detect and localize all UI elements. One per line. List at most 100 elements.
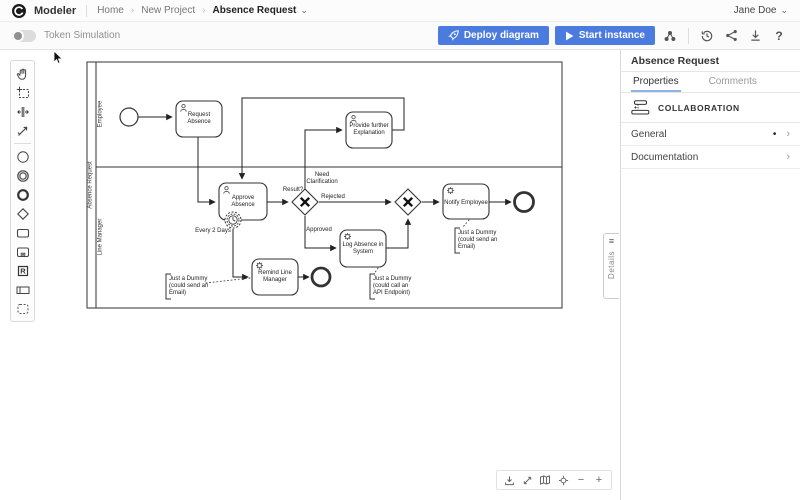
sequence-flows[interactable] bbox=[138, 97, 512, 281]
palette-separator bbox=[14, 143, 31, 144]
chevron-down-icon: ⌄ bbox=[780, 5, 788, 15]
divider bbox=[86, 4, 88, 17]
toggle-knob bbox=[12, 29, 24, 42]
pool-absence-request[interactable] bbox=[86, 61, 563, 309]
lane-label-employee: Employee bbox=[98, 100, 104, 127]
rocket-icon bbox=[448, 30, 459, 41]
end-event-remind[interactable] bbox=[310, 266, 332, 288]
create-end-event[interactable] bbox=[13, 185, 32, 204]
details-side-tab[interactable]: ≡ Details bbox=[603, 233, 619, 299]
deploy-diagram-button[interactable]: Deploy diagram bbox=[437, 26, 549, 45]
start-instance-button[interactable]: Start instance bbox=[554, 26, 655, 45]
boundary-timer-event[interactable] bbox=[224, 211, 242, 229]
divider bbox=[688, 27, 689, 44]
panel-title: Absence Request bbox=[621, 50, 800, 72]
collaboration-icon bbox=[631, 100, 650, 115]
help-icon[interactable]: ? bbox=[775, 28, 783, 43]
panel-row-general[interactable]: General • › bbox=[621, 123, 800, 146]
gateway-result[interactable] bbox=[291, 188, 319, 216]
create-rule-task[interactable]: R bbox=[13, 261, 32, 280]
create-group[interactable] bbox=[13, 299, 32, 318]
task-label: Notify Employee bbox=[444, 200, 488, 206]
canvas-controls: − + bbox=[496, 470, 612, 490]
lane-label-line-manager: Line Manager bbox=[98, 219, 104, 256]
panel-tabs: Properties Comments bbox=[621, 72, 800, 93]
flow-label-approved: Approved bbox=[306, 227, 332, 233]
user-name: Jane Doe bbox=[733, 5, 777, 16]
create-participant[interactable] bbox=[13, 280, 32, 299]
annotation-associations bbox=[205, 219, 470, 284]
reset-zoom-icon[interactable] bbox=[556, 473, 570, 487]
export-image-icon[interactable] bbox=[502, 473, 516, 487]
chevron-right-icon: › bbox=[202, 5, 206, 16]
panel-row-documentation[interactable]: Documentation › bbox=[621, 146, 800, 169]
chevron-down-icon[interactable]: ⌄ bbox=[300, 5, 308, 15]
start-event[interactable] bbox=[119, 107, 139, 127]
create-task[interactable] bbox=[13, 223, 32, 242]
tab-comments[interactable]: Comments bbox=[708, 76, 757, 87]
token-simulation-toggle[interactable] bbox=[12, 29, 36, 42]
main-area: Absence Request Employee Line Manager bbox=[0, 50, 800, 500]
bpmn-palette: R bbox=[10, 60, 35, 322]
r-glyph: R bbox=[20, 266, 26, 275]
details-tab-label: Details bbox=[607, 251, 616, 279]
zoom-out-button[interactable]: − bbox=[577, 474, 585, 486]
create-start-event[interactable] bbox=[13, 147, 32, 166]
task-notify-employee[interactable]: Notify Employee bbox=[442, 183, 490, 220]
zoom-in-button[interactable]: + bbox=[595, 474, 603, 486]
element-type-header: COLLABORATION bbox=[621, 93, 800, 123]
create-intermediate-event[interactable] bbox=[13, 166, 32, 185]
user-menu[interactable]: Jane Doe ⌄ bbox=[734, 5, 788, 16]
global-connect-tool[interactable] bbox=[13, 121, 32, 140]
bpmn-canvas[interactable]: Absence Request Employee Line Manager bbox=[0, 50, 620, 500]
gateway-merge[interactable] bbox=[394, 188, 422, 216]
chevron-right-icon: › bbox=[786, 151, 790, 163]
chevron-right-icon: › bbox=[130, 5, 135, 16]
toolbar: Token Simulation Deploy diagram Start in… bbox=[0, 22, 800, 50]
hamburger-icon: ≡ bbox=[608, 236, 615, 246]
fit-viewport-icon[interactable] bbox=[520, 473, 534, 487]
create-gateway[interactable] bbox=[13, 204, 32, 223]
end-event-main[interactable] bbox=[513, 191, 535, 213]
breadcrumb-project[interactable]: New Project bbox=[141, 5, 196, 16]
hand-tool[interactable] bbox=[13, 64, 32, 83]
pool-label: Absence Request bbox=[88, 161, 94, 209]
create-subprocess[interactable] bbox=[13, 242, 32, 261]
share-icon[interactable] bbox=[722, 27, 740, 45]
app-logo[interactable] bbox=[12, 3, 26, 18]
token-simulation-label: Token Simulation bbox=[44, 30, 121, 41]
properties-panel: Absence Request Properties Comments COLL… bbox=[620, 50, 800, 500]
breadcrumb-current[interactable]: Absence Request bbox=[212, 5, 297, 16]
minimap-icon[interactable] bbox=[538, 473, 552, 487]
top-bar: Modeler Home › New Project › Absence Req… bbox=[0, 0, 800, 22]
edited-dot-icon: • bbox=[772, 128, 777, 140]
breadcrumb-home[interactable]: Home bbox=[97, 5, 124, 16]
tab-properties[interactable]: Properties bbox=[631, 72, 681, 92]
timer-label: Every 2 Days bbox=[195, 228, 231, 234]
gateway-result-label: Result? bbox=[283, 187, 304, 193]
chevron-right-icon: › bbox=[786, 128, 790, 140]
lasso-tool[interactable] bbox=[13, 83, 32, 102]
space-tool[interactable] bbox=[13, 102, 32, 121]
history-icon[interactable] bbox=[698, 27, 716, 45]
download-icon[interactable] bbox=[746, 27, 764, 45]
versions-icon[interactable] bbox=[661, 27, 679, 45]
